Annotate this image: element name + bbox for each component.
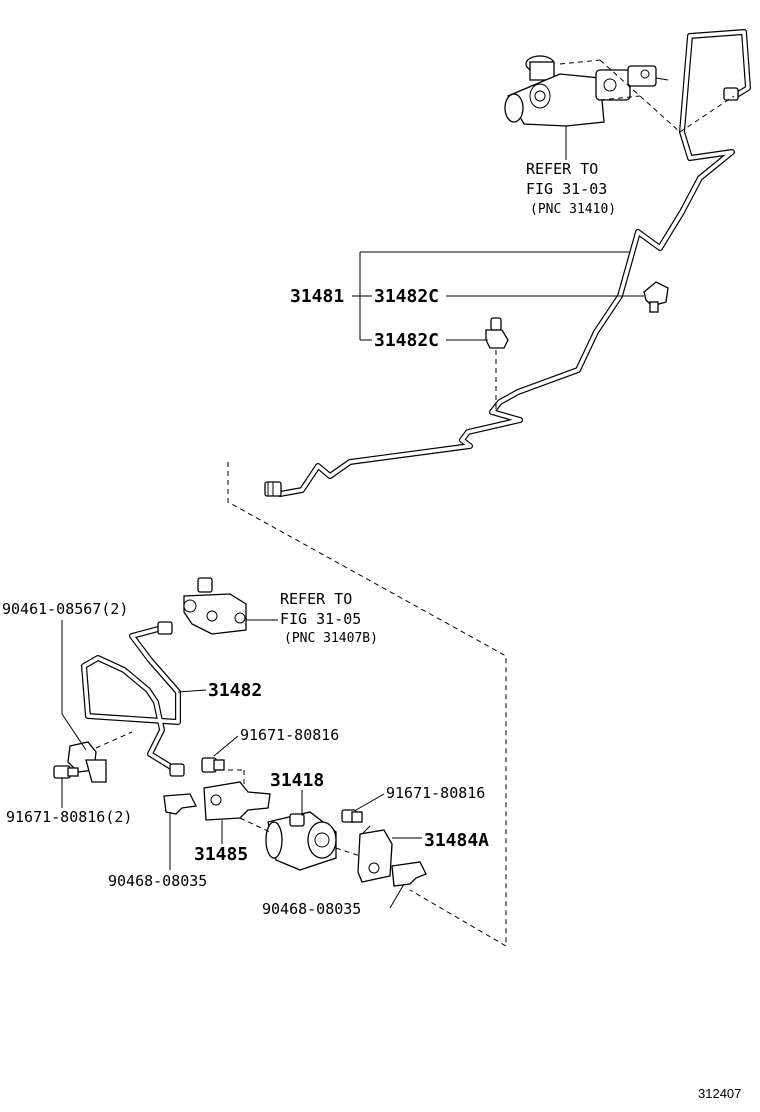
clamp-31482c-lower: [485, 317, 509, 349]
clip-90468-left: [163, 793, 197, 815]
label-31482c-upper: 31482C: [374, 286, 439, 307]
label-90461: 90461-08567(2): [2, 600, 128, 618]
ref2-line2: FIG 31-05: [280, 610, 361, 628]
clamp-31482c-upper: [643, 281, 669, 313]
bracket-31484a: [357, 825, 393, 883]
figure-number: 312407: [698, 1086, 741, 1101]
label-31482: 31482: [208, 680, 262, 701]
label-91671-right: 91671-80816: [386, 784, 485, 802]
label-90468-left: 90468-08035: [108, 872, 207, 890]
release-cylinder-31418: [265, 811, 337, 871]
leader-31481-group: [352, 251, 644, 341]
ref1-line2: FIG 31-03: [526, 180, 607, 198]
assembly-boundary: [227, 462, 507, 947]
label-91671-mid: 91671-80816: [240, 726, 339, 744]
clutch-master-cylinder: [504, 55, 735, 133]
leader-91671-mid: [213, 735, 239, 757]
bolt-middle: [201, 757, 225, 773]
tube-guide: [95, 731, 133, 749]
label-31485: 31485: [194, 844, 248, 865]
label-91671-left: 91671-80816(2): [6, 808, 132, 826]
leader-91671-right: [355, 793, 385, 811]
label-90468-right: 90468-08035: [262, 900, 361, 918]
ref2-line1: REFER TO: [280, 590, 352, 608]
label-31484a: 31484A: [424, 830, 489, 851]
clip-90468-right: [391, 861, 427, 887]
leader-90468-right: [389, 883, 405, 909]
label-31418: 31418: [270, 770, 324, 791]
label-31482c-lower: 31482C: [374, 330, 439, 351]
ref1-line3: (PNC 31410): [530, 202, 616, 217]
label-31481: 31481: [290, 286, 344, 307]
tube-fitting-upper: [723, 87, 739, 101]
clutch-tube-31482: [81, 621, 207, 777]
ref1-line1: REFER TO: [526, 160, 598, 178]
bracket-31485: [203, 781, 271, 821]
ref2-line3: (PNC 31407B): [284, 631, 378, 646]
tee-union-block: [183, 577, 247, 635]
clutch-tube-31481: [264, 29, 751, 497]
hose-union-left: [67, 741, 107, 783]
bolt-left: [53, 765, 79, 779]
bolt-right: [341, 809, 363, 823]
